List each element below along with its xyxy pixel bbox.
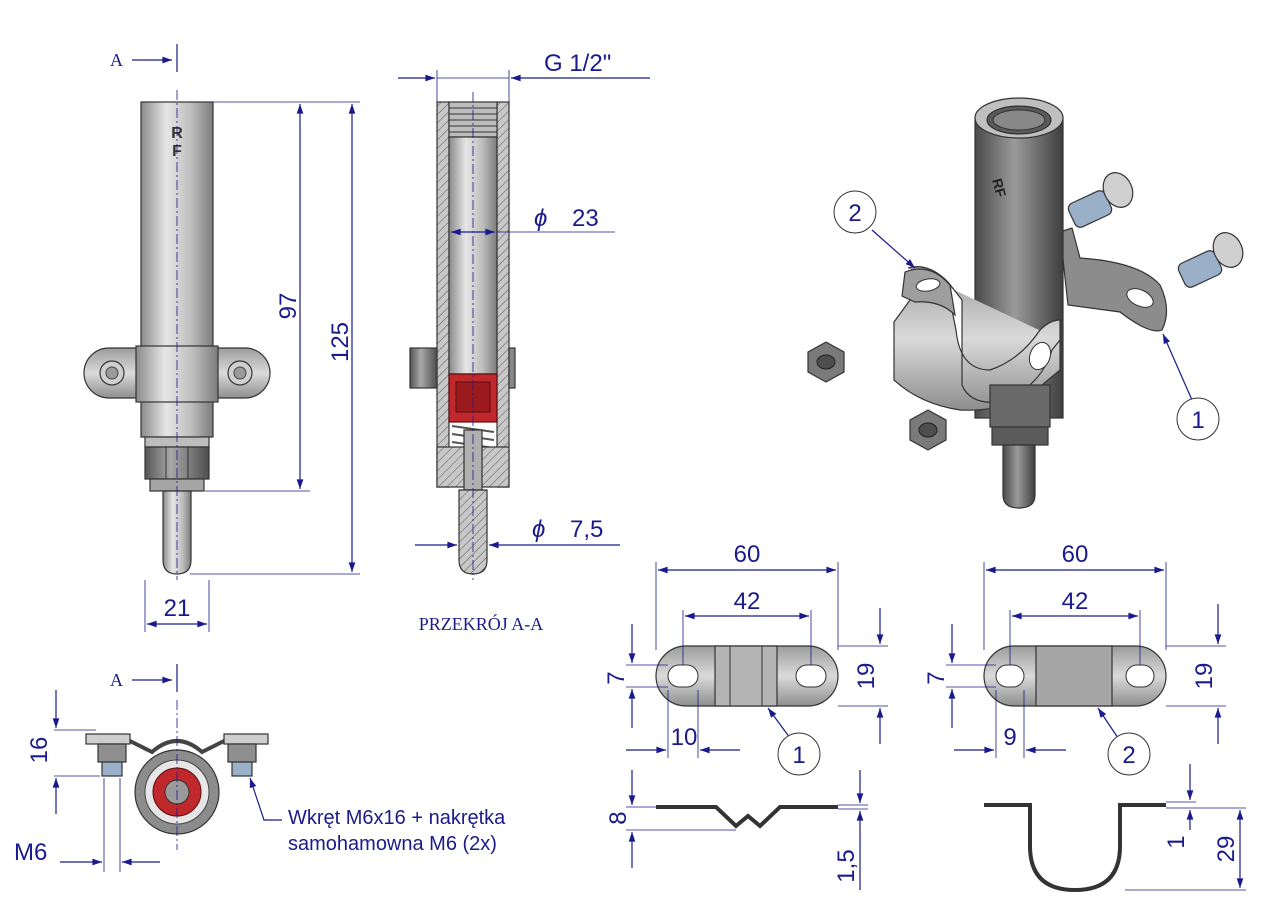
thread-dimension: G 1/2" [398, 50, 650, 102]
bracket1-dim-19: 19 [853, 663, 880, 690]
top-view: A 16 M6 Wkręt M6x16 + nakrętka samohamow… [14, 664, 506, 872]
iso-body-mark: RF [989, 177, 1009, 200]
balloon-iso-1: 1 [1191, 407, 1204, 434]
bore-dia-label: 23 [572, 205, 599, 232]
bracket2-dim-19: 19 [1191, 663, 1218, 690]
nut-icon [909, 409, 947, 451]
bracket1-dim-1-5: 1,5 [833, 849, 860, 882]
bracket1-dim-10: 10 [671, 724, 698, 751]
bracket2-dim-42: 42 [1062, 588, 1089, 615]
bracket2-dim-29: 29 [1213, 836, 1240, 863]
pin-dia-label: 7,5 [570, 516, 603, 543]
bracket2-dim-9: 9 [1003, 724, 1016, 751]
bracket1-dim-8: 8 [605, 811, 632, 824]
section-view [409, 92, 516, 580]
bracket2-dim-1: 1 [1163, 835, 1190, 848]
bolt-icon [1177, 232, 1244, 288]
bracket-2-plan: 60 42 7 19 9 2 [923, 541, 1226, 776]
isometric-view: RF 2 1 [807, 97, 1244, 509]
dim-97: 97 [275, 293, 302, 320]
bracket2-dim-7: 7 [923, 671, 950, 684]
front-view: R F [83, 90, 271, 580]
dim-21: 21 [164, 595, 191, 622]
dim-16: 16 [26, 737, 53, 764]
diameter-icon: ϕ [534, 205, 547, 232]
section-title: PRZEKRÓJ A-A [419, 613, 544, 634]
nut-icon [807, 341, 845, 383]
bolt-icon [1067, 172, 1134, 228]
screw-note-line2: samohamowna M6 (2x) [288, 833, 497, 855]
screw-note-line1: Wkręt M6x16 + nakrętka [288, 807, 506, 829]
diameter-icon: ϕ [532, 516, 545, 543]
bracket-2-side: 1 29 [984, 764, 1246, 893]
section-marker-top: A [110, 44, 178, 72]
balloon-plan-1: 1 [792, 742, 805, 769]
bracket-1-side: 8 1,5 [605, 770, 868, 890]
dim-125: 125 [327, 322, 354, 362]
front-dimensions: 97 125 21 [144, 101, 360, 632]
bore-dimension: ϕ 23 [451, 205, 615, 236]
pin-dimension: ϕ 7,5 [415, 516, 620, 549]
section-letter: A [110, 670, 123, 690]
section-letter: A [110, 50, 123, 70]
balloon-plan-2: 2 [1122, 742, 1135, 769]
bracket1-dim-42: 42 [734, 588, 761, 615]
bracket2-dim-60: 60 [1062, 541, 1089, 568]
balloon-iso-2: 2 [848, 200, 861, 227]
bracket-1-plan: 60 42 7 19 10 1 [603, 541, 888, 776]
dim-m6: M6 [14, 839, 47, 866]
bracket1-dim-60: 60 [734, 541, 761, 568]
thread-label: G 1/2" [544, 50, 611, 77]
bracket1-dim-7: 7 [603, 671, 630, 684]
